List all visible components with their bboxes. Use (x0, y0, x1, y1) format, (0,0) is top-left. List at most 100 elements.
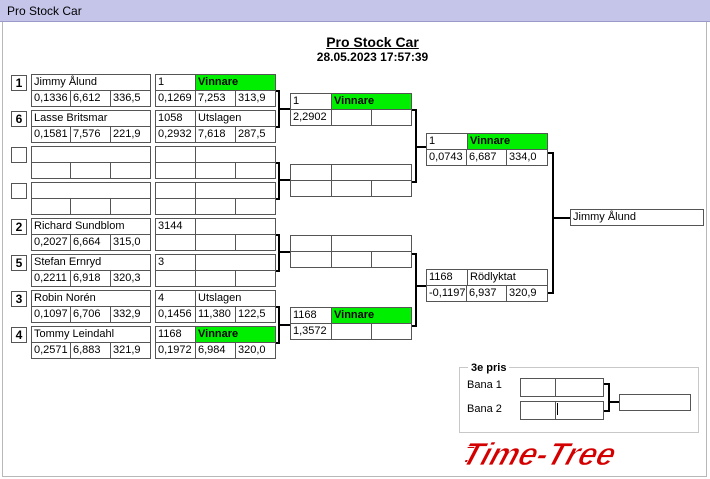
semifinal-reaction-time: 1,3572 (290, 323, 332, 340)
semifinal-speed (371, 251, 412, 268)
lane-number-field[interactable]: 3 (155, 254, 196, 271)
semifinal-lane[interactable]: 1 (290, 93, 332, 110)
seed-badge: 6 (11, 111, 27, 127)
lane1-label: Bana 1 (467, 379, 502, 391)
window-titlebar: Pro Stock Car (0, 0, 710, 22)
time-tree-logo: Time-Tree (457, 435, 621, 472)
reaction-time-field[interactable]: 0,1581 (31, 126, 71, 143)
semifinal-lane[interactable] (290, 235, 332, 252)
reaction-time-field[interactable]: 0,1097 (31, 306, 71, 323)
reaction-time-field[interactable]: 0,1336 (31, 90, 71, 107)
race-reaction-time (155, 234, 196, 251)
driver-name-field[interactable]: Lasse Britsmar (31, 110, 151, 127)
lane-number-field[interactable] (155, 146, 196, 163)
semifinal-elapsed-time (331, 323, 372, 340)
race-speed: 122,5 (235, 306, 276, 323)
seed-badge: 3 (11, 291, 27, 307)
driver-name-field[interactable]: Tommy Leindahl (31, 326, 151, 343)
final-elapsed-time: 6,937 (466, 285, 507, 302)
race-result-field: Vinnare (195, 326, 276, 343)
driver-name-field[interactable]: Stefan Ernryd (31, 254, 151, 271)
speed-field[interactable]: 336,5 (110, 90, 151, 107)
race-reaction-time: 0,2932 (155, 126, 196, 143)
final-elapsed-time: 6,687 (466, 149, 507, 166)
race-reaction-time: 0,1269 (155, 90, 196, 107)
seed-badge: 4 (11, 327, 27, 343)
driver-name-field[interactable]: Jimmy Ålund (31, 74, 151, 91)
race-result-field (195, 218, 276, 235)
elapsed-time-field[interactable]: 6,918 (70, 270, 111, 287)
logo-text: Time-Tree (458, 436, 621, 472)
final-lane[interactable]: 1168 (426, 269, 468, 286)
lane-number-field[interactable] (155, 182, 196, 199)
reaction-time-field[interactable]: 0,2571 (31, 342, 71, 359)
race-result-field (195, 146, 276, 163)
race-reaction-time (155, 162, 196, 179)
race-speed: 320,0 (235, 342, 276, 359)
reaction-time-field[interactable] (31, 198, 71, 215)
seed-badge: 2 (11, 219, 27, 235)
third-place-lane2-b[interactable] (555, 401, 604, 420)
lane-number-field[interactable]: 1168 (155, 326, 196, 343)
driver-name-field[interactable] (31, 182, 151, 199)
race-elapsed-time: 7,618 (195, 126, 236, 143)
semifinal-elapsed-time (331, 109, 372, 126)
text-cursor (557, 403, 558, 415)
race-speed (235, 198, 276, 215)
race-reaction-time: 0,1456 (155, 306, 196, 323)
elapsed-time-field[interactable]: 6,883 (70, 342, 111, 359)
reaction-time-field[interactable]: 0,2211 (31, 270, 71, 287)
third-place-lane2-a[interactable] (520, 401, 557, 420)
lane-number-field[interactable]: 3144 (155, 218, 196, 235)
race-elapsed-time: 6,984 (195, 342, 236, 359)
race-elapsed-time (195, 198, 236, 215)
elapsed-time-field[interactable] (70, 198, 111, 215)
speed-field[interactable]: 315,0 (110, 234, 151, 251)
race-elapsed-time (195, 162, 236, 179)
driver-name-field[interactable] (31, 146, 151, 163)
semifinal-lane[interactable] (290, 164, 332, 181)
champion-field: Jimmy Ålund (570, 209, 704, 226)
race-reaction-time: 0,1972 (155, 342, 196, 359)
final-lane[interactable]: 1 (426, 133, 468, 150)
semifinal-result (331, 164, 412, 181)
speed-field[interactable] (110, 198, 151, 215)
window-frame (2, 22, 707, 477)
speed-field[interactable]: 321,9 (110, 342, 151, 359)
race-speed (235, 162, 276, 179)
reaction-time-field[interactable] (31, 162, 71, 179)
semifinal-result (331, 235, 412, 252)
elapsed-time-field[interactable]: 6,706 (70, 306, 111, 323)
lane-number-field[interactable]: 4 (155, 290, 196, 307)
race-reaction-time (155, 270, 196, 287)
semifinal-reaction-time (290, 180, 332, 197)
elapsed-time-field[interactable] (70, 162, 111, 179)
seed-badge: 5 (11, 255, 27, 271)
third-place-lane1-b[interactable] (555, 378, 604, 397)
race-speed (235, 270, 276, 287)
lane-number-field[interactable]: 1058 (155, 110, 196, 127)
driver-name-field[interactable]: Richard Sundblom (31, 218, 151, 235)
semifinal-lane[interactable]: 1168 (290, 307, 332, 324)
speed-field[interactable]: 332,9 (110, 306, 151, 323)
elapsed-time-field[interactable]: 6,664 (70, 234, 111, 251)
semifinal-speed (371, 323, 412, 340)
speed-field[interactable] (110, 162, 151, 179)
third-place-lane1-a[interactable] (520, 378, 557, 397)
third-place-title: 3e pris (468, 362, 510, 374)
elapsed-time-field[interactable]: 6,612 (70, 90, 111, 107)
speed-field[interactable]: 221,9 (110, 126, 151, 143)
elapsed-time-field[interactable]: 7,576 (70, 126, 111, 143)
event-datetime: 28.05.2023 17:57:39 (316, 50, 429, 64)
driver-name-field[interactable]: Robin Norén (31, 290, 151, 307)
speed-field[interactable]: 320,3 (110, 270, 151, 287)
semifinal-elapsed-time (331, 180, 372, 197)
third-place-result[interactable] (619, 394, 691, 411)
race-result-field: Utslagen (195, 290, 276, 307)
semifinal-reaction-time: 2,2902 (290, 109, 332, 126)
semifinal-result: Vinnare (331, 307, 412, 324)
lane-number-field[interactable]: 1 (155, 74, 196, 91)
reaction-time-field[interactable]: 0,2027 (31, 234, 71, 251)
race-elapsed-time (195, 234, 236, 251)
